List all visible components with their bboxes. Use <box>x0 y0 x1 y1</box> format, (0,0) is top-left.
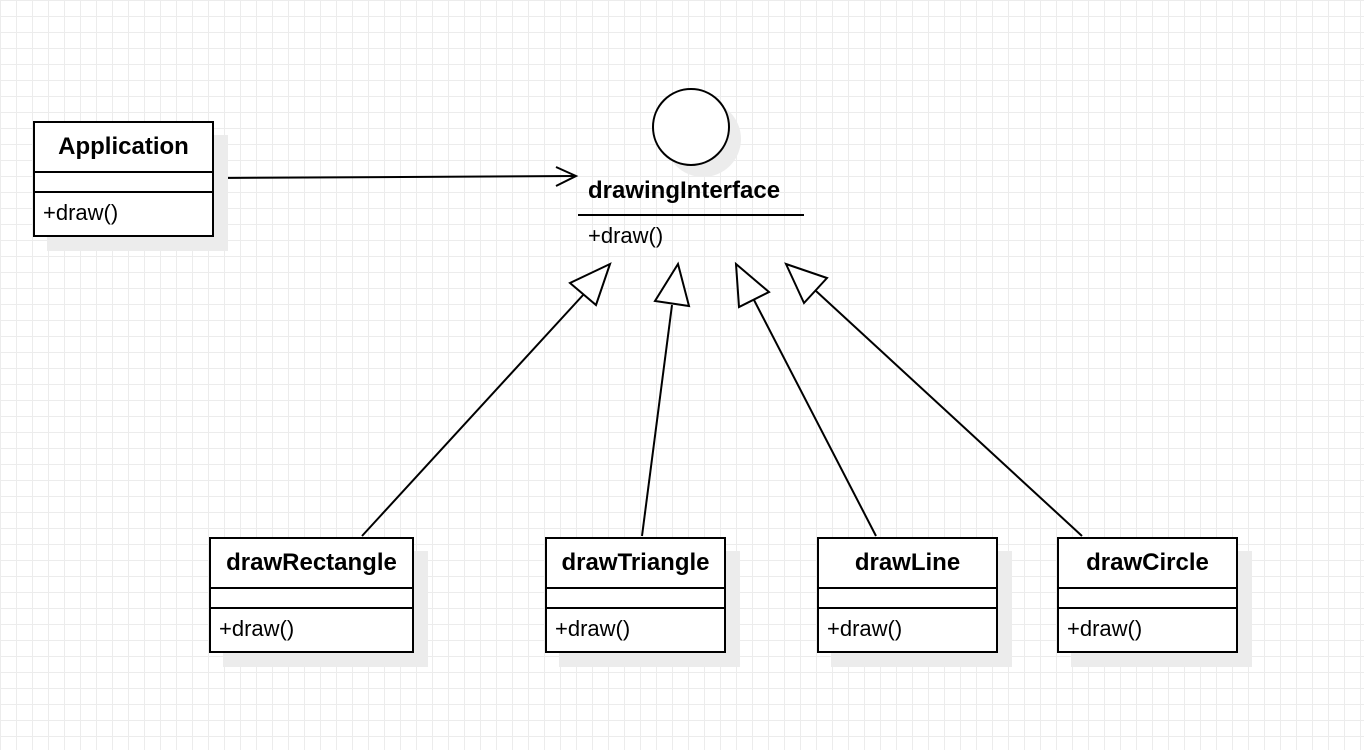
interface-method: +draw() <box>588 223 664 248</box>
class-draw-line[interactable]: drawLine +draw() <box>817 537 998 653</box>
class-attributes-section <box>819 589 996 609</box>
class-method: +draw() <box>43 200 119 225</box>
interface-name[interactable]: drawingInterface <box>578 172 804 216</box>
class-draw-circle[interactable]: drawCircle +draw() <box>1057 537 1238 653</box>
class-method: +draw() <box>219 616 295 641</box>
class-attributes-section <box>547 589 724 609</box>
class-name: drawTriangle <box>547 539 724 589</box>
class-name: Application <box>35 123 212 173</box>
class-name: drawRectangle <box>211 539 412 589</box>
dependency-arrow-application[interactable] <box>215 166 579 187</box>
realization-arrow-draw-rectangle[interactable] <box>361 262 612 537</box>
class-attributes-section <box>1059 589 1236 609</box>
class-draw-rectangle[interactable]: drawRectangle +draw() <box>209 537 414 653</box>
class-name: drawCircle <box>1059 539 1236 589</box>
class-draw-triangle[interactable]: drawTriangle +draw() <box>545 537 726 653</box>
class-method: +draw() <box>1067 616 1143 641</box>
class-attributes-section <box>35 173 212 193</box>
class-attributes-section <box>211 589 412 609</box>
class-name: drawLine <box>819 539 996 589</box>
interface-circle-icon[interactable] <box>652 88 730 166</box>
class-method: +draw() <box>555 616 631 641</box>
realization-arrow-draw-circle[interactable] <box>784 262 1083 537</box>
class-method: +draw() <box>827 616 903 641</box>
class-application[interactable]: Application +draw() <box>33 121 214 237</box>
realization-arrow-draw-triangle[interactable] <box>641 261 691 537</box>
realization-arrow-draw-line[interactable] <box>734 261 877 537</box>
